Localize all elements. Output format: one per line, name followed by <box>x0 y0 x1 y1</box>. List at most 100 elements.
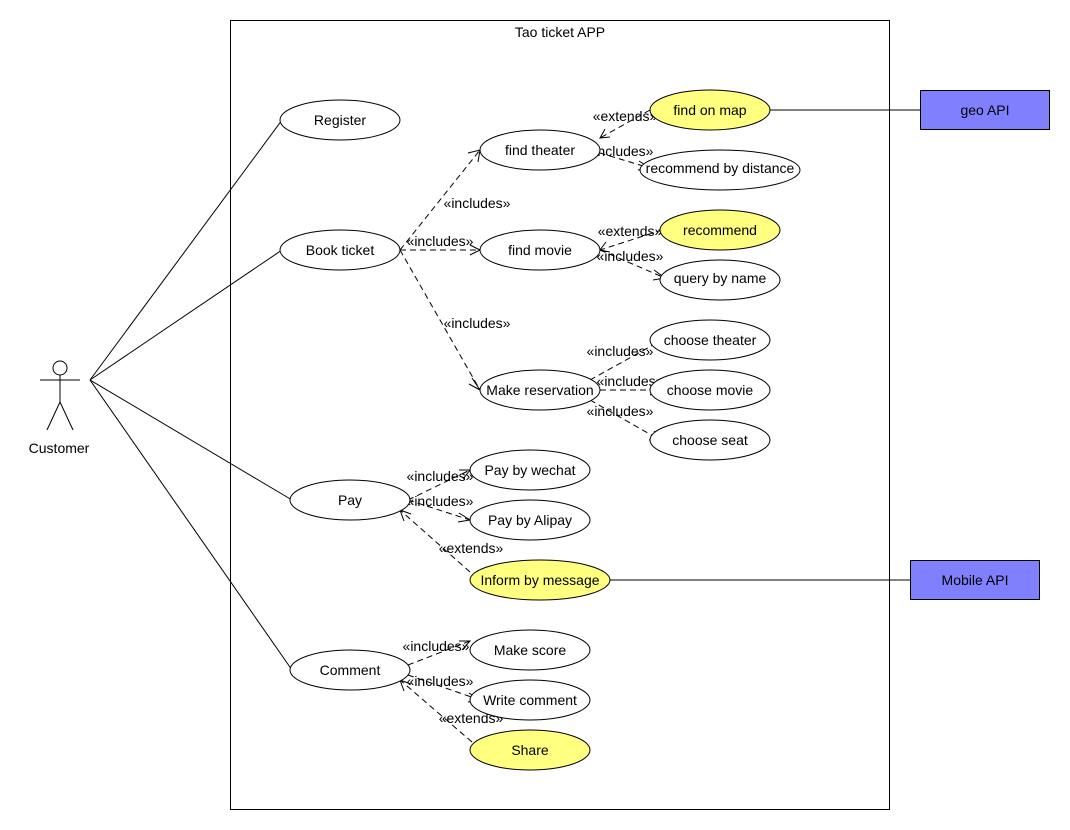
dep-find-movie-query <box>599 249 666 279</box>
stereotype-label: «includes» <box>597 373 664 389</box>
use-case-inform-by-message[interactable]: Inform by message <box>469 559 611 601</box>
use-case-pay[interactable]: Pay <box>289 479 411 521</box>
use-case-pay-by-alipay[interactable]: Pay by Alipay <box>469 499 591 541</box>
dep-pay-alipay <box>407 499 471 521</box>
use-case-ellipse <box>649 369 771 411</box>
use-case-label: choose seat <box>672 432 748 448</box>
external-system-box <box>920 90 1050 130</box>
use-case-label: Pay by wechat <box>484 462 575 478</box>
dep-share-extends <box>399 679 473 743</box>
use-case-comment[interactable]: Comment <box>289 649 411 691</box>
use-case-ellipse <box>469 559 611 601</box>
use-case-ellipse <box>479 229 601 271</box>
stereotype-label: «includes» <box>407 233 474 249</box>
use-case-ellipse <box>639 149 801 191</box>
actor-right-leg <box>59 401 74 431</box>
use-case-label: find theater <box>505 142 575 158</box>
use-case-pay-by-wechat[interactable]: Pay by wechat <box>469 449 591 491</box>
external-system-label: geo API <box>960 102 1009 118</box>
stereotype-label: «extends» <box>439 540 504 556</box>
use-case-book-ticket[interactable]: Book ticket <box>279 229 401 271</box>
stereotype-label: «includes» <box>587 143 654 159</box>
use-case-ellipse <box>469 449 591 491</box>
use-case-label: Book ticket <box>306 242 375 258</box>
arrowhead <box>459 640 472 651</box>
use-case-label: Inform by message <box>480 572 599 588</box>
use-case-label: Register <box>314 112 366 128</box>
use-case-ellipse <box>279 229 401 271</box>
use-case-label: Comment <box>320 662 381 678</box>
use-case-label: Write comment <box>483 692 577 708</box>
arrowhead <box>468 377 481 391</box>
use-case-label: Pay <box>338 492 362 508</box>
use-case-choose-seat[interactable]: choose seat <box>649 419 771 461</box>
use-case-ellipse <box>479 129 601 171</box>
external-mobile-api[interactable]: Mobile API <box>910 560 1040 600</box>
assoc-pay <box>89 379 293 501</box>
use-case-label: Pay by Alipay <box>488 512 572 528</box>
dep-book-find-theater <box>399 149 481 251</box>
use-case-query-by-name[interactable]: query by name <box>659 259 781 301</box>
stereotype-label: «includes» <box>407 673 474 689</box>
use-case-find-theater[interactable]: find theater <box>479 129 601 171</box>
use-case-label: choose theater <box>664 332 757 348</box>
actor-left-leg <box>46 401 61 431</box>
use-case-register[interactable]: Register <box>279 99 401 141</box>
dep-pay-wechat <box>407 469 471 501</box>
use-case-ellipse <box>469 729 591 771</box>
stereotype-label: «includes» <box>587 403 654 419</box>
use-case-label: query by name <box>674 270 767 286</box>
use-case-write-comment[interactable]: Write comment <box>469 679 591 721</box>
use-case-ellipse <box>659 209 781 251</box>
use-case-label: Share <box>511 742 549 758</box>
use-case-ellipse <box>469 629 591 671</box>
use-case-ellipse <box>279 99 401 141</box>
dep-reservation-choose-seat <box>589 399 661 441</box>
arrowhead <box>599 128 611 139</box>
use-case-ellipse <box>649 319 771 361</box>
use-case-make-score[interactable]: Make score <box>469 629 591 671</box>
stereotype-label: «includes» <box>403 638 470 654</box>
stereotype-label: «extends» <box>593 108 658 124</box>
stereotype-label: «includes» <box>597 248 664 264</box>
use-case-label: find movie <box>508 242 572 258</box>
use-case-find-movie[interactable]: find movie <box>479 229 601 271</box>
assoc-book-ticket <box>89 249 283 381</box>
use-case-label: Make score <box>494 642 567 658</box>
dep-comment-score <box>407 640 471 666</box>
actor-customer[interactable]: Customer <box>29 360 90 456</box>
stereotype-label: «includes» <box>407 493 474 509</box>
use-case-label: choose movie <box>667 382 754 398</box>
stereotype-label: «includes» <box>444 315 511 331</box>
use-case-ellipse <box>479 369 601 411</box>
dep-find-theater-recommend-distance <box>589 149 651 169</box>
actor-label: Customer <box>29 440 90 456</box>
assoc-register <box>89 119 283 381</box>
system-boundary <box>230 20 890 810</box>
dep-reservation-choose-theater <box>589 339 663 381</box>
external-system-label: Mobile API <box>942 572 1009 588</box>
use-case-ellipse <box>289 479 411 521</box>
use-case-choose-movie[interactable]: choose movie <box>649 369 771 411</box>
stereotype-label: «includes» <box>587 343 654 359</box>
system-title: Tao ticket APP <box>515 24 605 40</box>
use-case-ellipse <box>289 649 411 691</box>
arrowhead <box>457 512 472 523</box>
dep-recommend-extends <box>599 229 663 251</box>
use-case-make-reservation[interactable]: Make reservation <box>479 369 601 411</box>
use-case-recommend-by-distance[interactable]: recommend by distance <box>639 149 801 191</box>
use-case-label: Make reservation <box>486 382 593 398</box>
use-case-ellipse <box>649 419 771 461</box>
actor-head <box>52 360 68 376</box>
use-case-ellipse <box>659 259 781 301</box>
assoc-comment <box>89 379 293 671</box>
use-case-choose-theater[interactable]: choose theater <box>649 319 771 361</box>
use-case-recommend[interactable]: recommend <box>659 209 781 251</box>
use-case-share[interactable]: Share <box>469 729 591 771</box>
use-case-label: recommend by distance <box>646 160 795 176</box>
stereotype-label: «extends» <box>598 223 663 239</box>
use-case-ellipse <box>649 89 771 131</box>
external-geo-api[interactable]: geo API <box>920 90 1050 130</box>
use-case-find-on-map[interactable]: find on map <box>649 89 771 131</box>
